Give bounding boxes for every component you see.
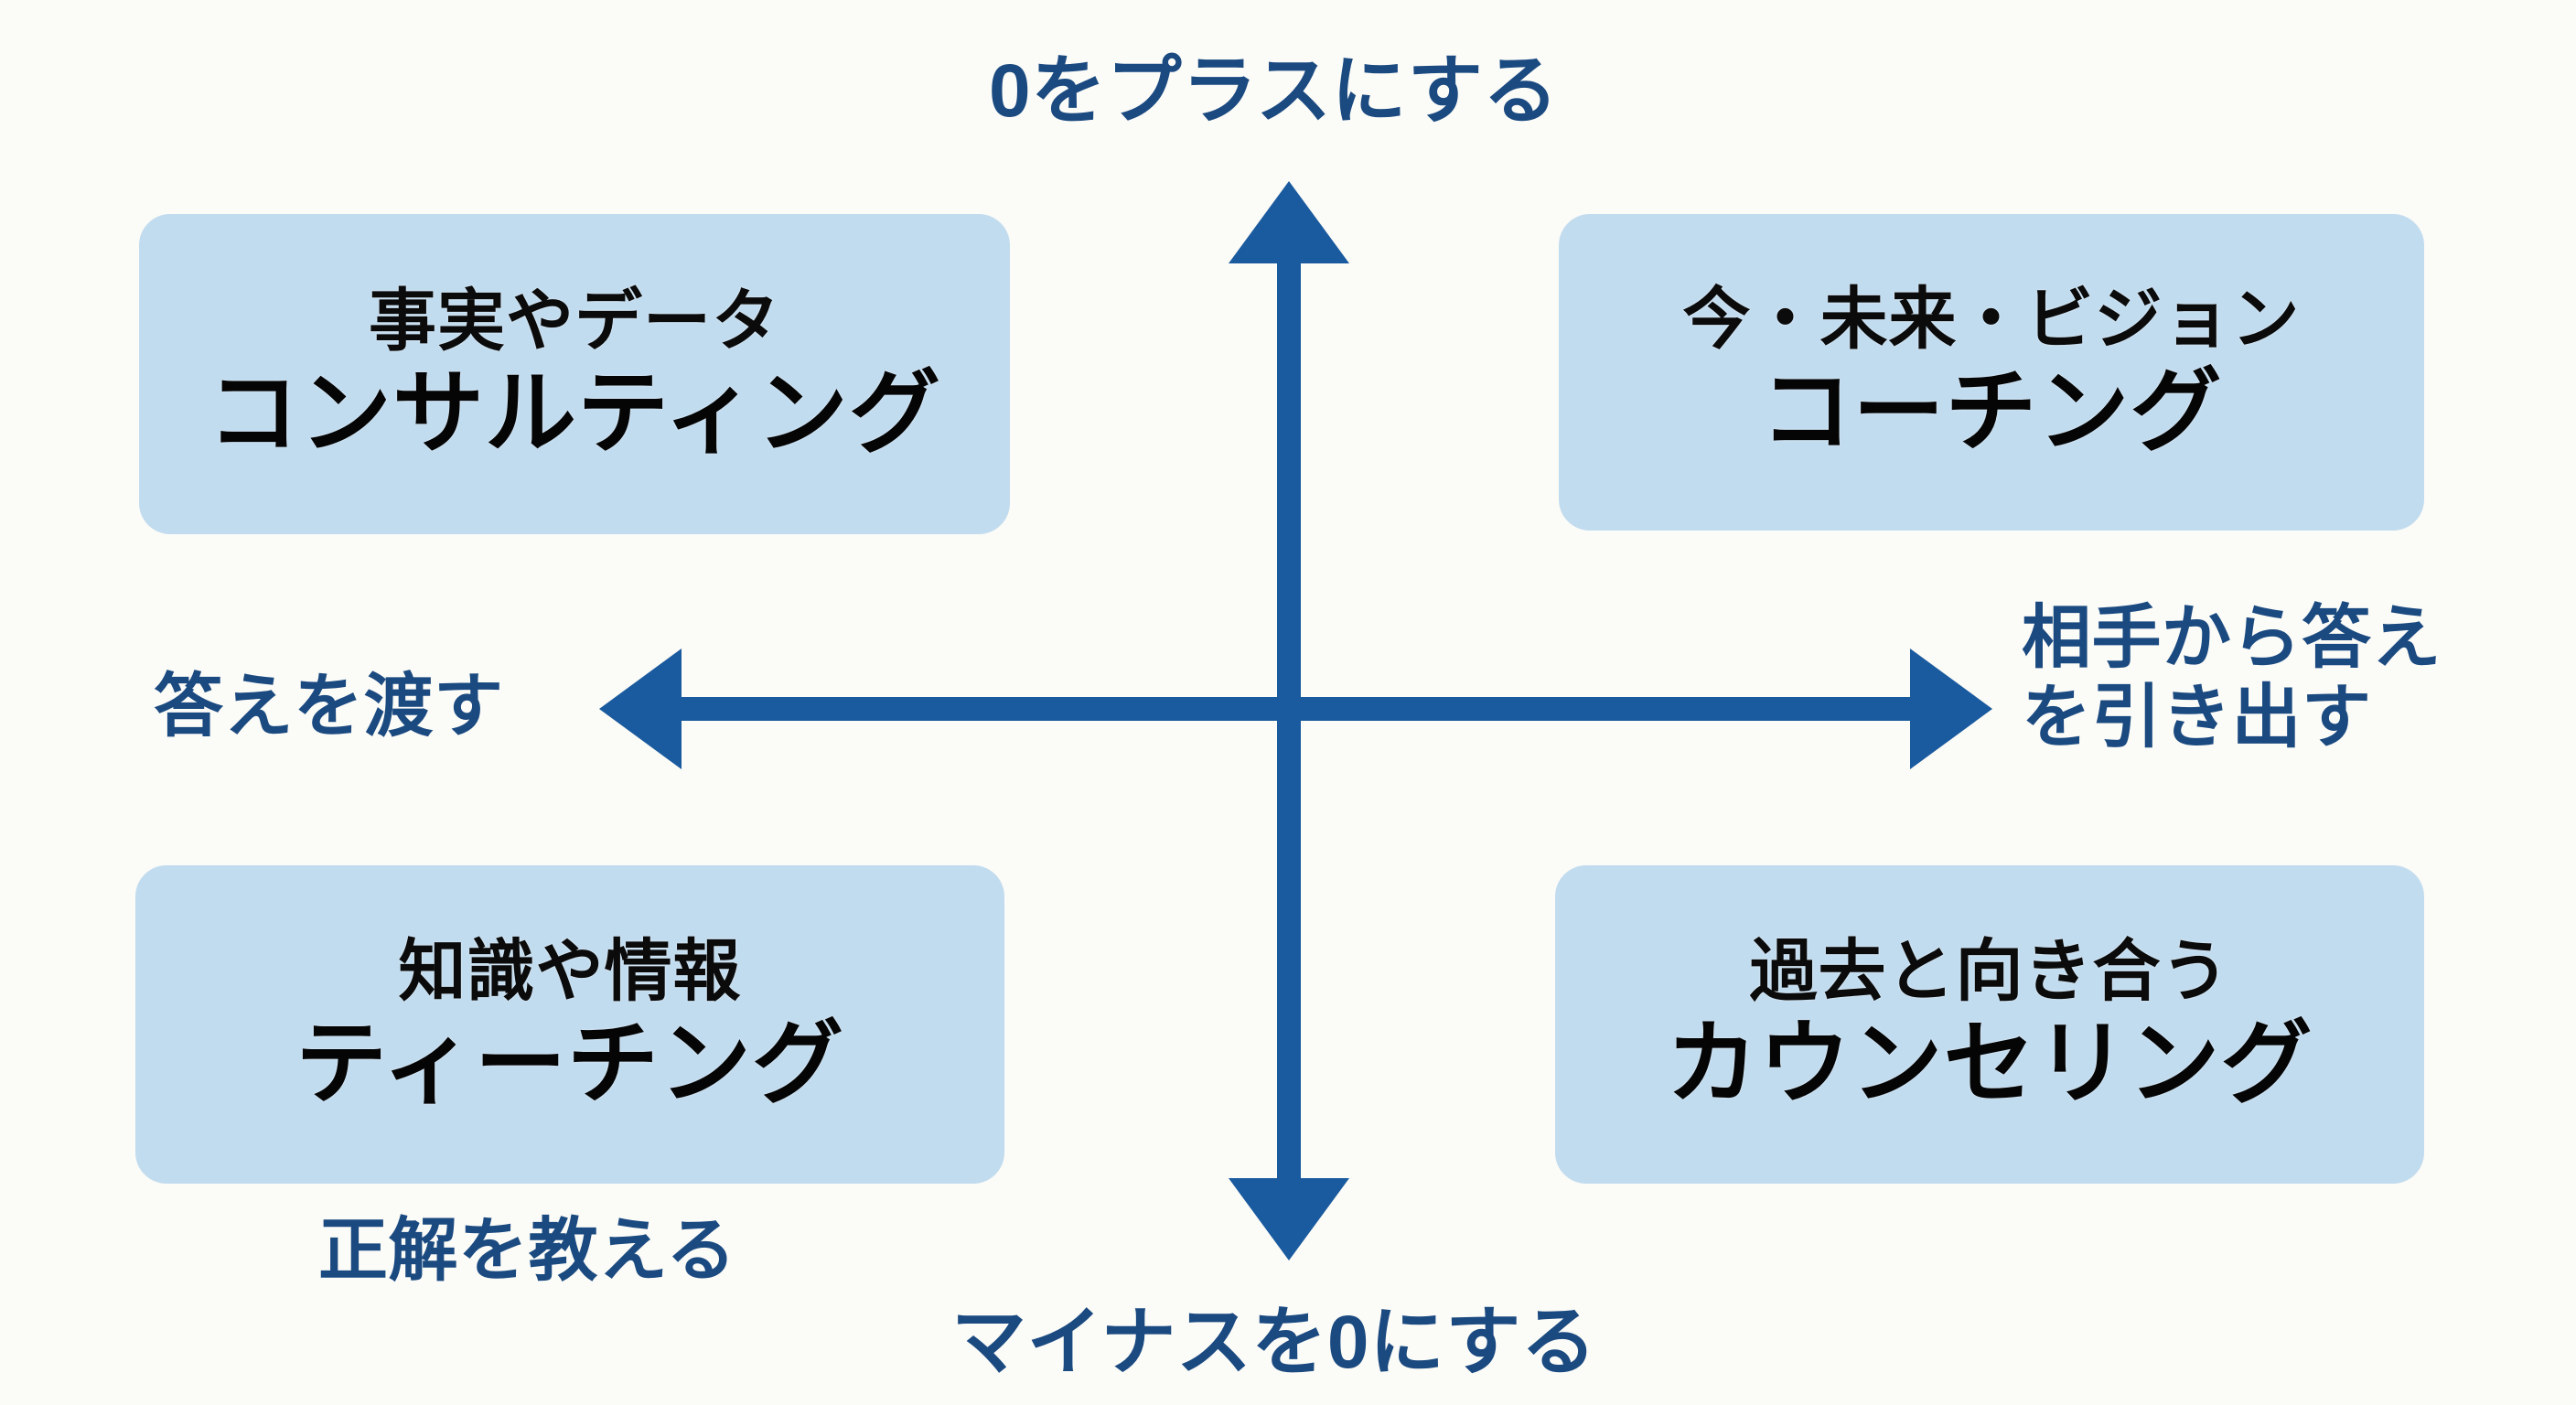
quadrant-note-teaching: 正解を教える <box>318 1212 736 1290</box>
quadrant-title-coaching: コーチング <box>1760 360 2223 464</box>
quadrant-box-teaching: 知識や情報 ティーチング <box>135 865 1004 1184</box>
quadrant-subtitle-counseling: 過去と向き合う <box>1749 932 2230 1009</box>
arrow-up-icon <box>1229 181 1349 263</box>
vertical-axis-line <box>1277 212 1301 1229</box>
axis-label-right: 相手から答え を引き出す <box>2022 598 2534 758</box>
axis-label-left: 答えを渡す <box>154 668 504 745</box>
quadrant-subtitle-teaching: 知識や情報 <box>398 932 742 1009</box>
arrow-down-icon <box>1229 1178 1349 1260</box>
arrow-right-icon <box>1910 649 1992 769</box>
quadrant-box-counseling: 過去と向き合う カウンセリング <box>1555 865 2424 1184</box>
axis-label-top: 0をプラスにする <box>989 49 1559 133</box>
axis-label-bottom: マイナスを0にする <box>951 1301 1597 1384</box>
arrow-left-icon <box>599 649 682 769</box>
quadrant-title-consulting: コンサルティング <box>208 362 941 466</box>
quadrant-subtitle-coaching: 今・未来・ビジョン <box>1682 280 2301 357</box>
quadrant-box-consulting: 事実やデータ コンサルティング <box>139 214 1010 534</box>
quadrant-title-teaching: ティーチング <box>295 1013 844 1116</box>
quadrant-title-counseling: カウンセリング <box>1666 1013 2313 1116</box>
horizontal-axis-line <box>620 697 1967 721</box>
axis-label-right-line1: 相手から答え <box>2022 599 2442 677</box>
quadrant-subtitle-consulting: 事実やデータ <box>369 282 780 359</box>
quadrant-box-coaching: 今・未来・ビジョン コーチング <box>1559 214 2424 531</box>
axis-label-right-line2: を引き出す <box>2022 679 2372 757</box>
